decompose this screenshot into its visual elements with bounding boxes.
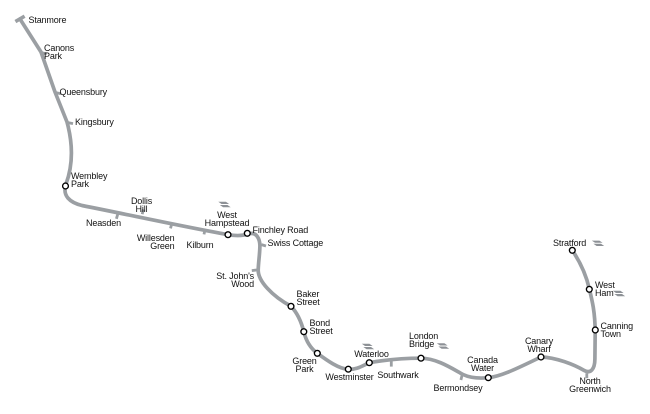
station-marker-finchley-road (243, 229, 251, 237)
station-marker-canning-town (591, 326, 599, 334)
station-marker-willesden-green (169, 223, 174, 229)
station-label-stanmore: Stanmore (28, 14, 67, 25)
station-label-bond-street: Bond Street (309, 317, 333, 336)
station-label-green-park: Green Park (292, 355, 317, 374)
station-marker-westminster (344, 365, 352, 373)
station-label-westminster: Westminster (325, 372, 374, 382)
station-label-finchley-road: Finchley Road (252, 225, 309, 235)
station-marker-kilburn (202, 229, 207, 235)
station-label-willesden-green: Willesden Green (136, 233, 175, 251)
station-marker-canada-water (484, 374, 492, 382)
national-rail-icon (436, 343, 450, 349)
station-marker-wembley-park (61, 182, 70, 190)
station-marker-canons-park (41, 51, 48, 56)
station-label-canada-water: Canada Water (467, 354, 498, 373)
station-label-kilburn: Kilburn (186, 240, 214, 250)
station-label-kingsbury: Kingsbury (75, 116, 114, 127)
station-marker-bond-street (300, 328, 308, 336)
station-marker-waterloo (365, 359, 373, 367)
station-marker-swiss-cottage (260, 243, 267, 248)
station-marker-bermondsey (459, 375, 464, 381)
station-label-southwark: Southwark (377, 369, 419, 380)
station-marker-london-bridge (417, 354, 425, 362)
station-label-swiss-cottage: Swiss Cottage (267, 238, 324, 248)
station-marker-canary-wharf (537, 353, 545, 361)
station-label-wembley-park: Wembley Park (71, 171, 108, 189)
station-label-stratford: Stratford (553, 237, 587, 248)
station-marker-neasden (115, 213, 120, 220)
station-label-waterloo: Waterloo (354, 349, 389, 359)
national-rail-icon (612, 290, 626, 297)
station-markers (14, 14, 626, 382)
national-rail-icon (361, 343, 375, 350)
national-rail-icon (591, 240, 605, 246)
station-label-st-johns-wood: St. John's Wood (216, 270, 254, 289)
station-marker-kingsbury (67, 121, 74, 125)
station-label-canons-park: Canons Park (44, 42, 75, 61)
station-marker-green-park (313, 349, 321, 357)
station-label-north-greenwich: North Greenwich (569, 375, 611, 394)
station-marker-queensbury (55, 91, 62, 96)
station-label-queensbury: Queensbury (59, 86, 108, 97)
station-label-canning-town: Canning Town (600, 321, 634, 339)
station-marker-west-ham (585, 285, 593, 293)
station-marker-st-johns-wood (251, 268, 257, 272)
station-label-london-bridge: London Bridge (409, 331, 439, 349)
station-label-west-hampstead: West Hampstead (204, 209, 250, 228)
station-label-west-ham: West Ham (595, 279, 615, 298)
station-label-canary-wharf: Canary Wharf (524, 336, 554, 354)
station-label-baker-street: Baker Street (296, 289, 320, 307)
station-marker-stratford (568, 246, 576, 254)
national-rail-icon (218, 201, 231, 208)
station-label-bermondsey: Bermondsey (433, 383, 483, 393)
station-marker-baker-street (287, 302, 295, 310)
station-marker-stanmore (14, 14, 26, 24)
station-marker-dollis-hill (140, 209, 145, 215)
station-marker-west-hampstead (224, 231, 232, 239)
station-label-dollis-hill: Dollis Hill (130, 195, 153, 214)
station-label-neasden: Neasden (86, 218, 121, 228)
